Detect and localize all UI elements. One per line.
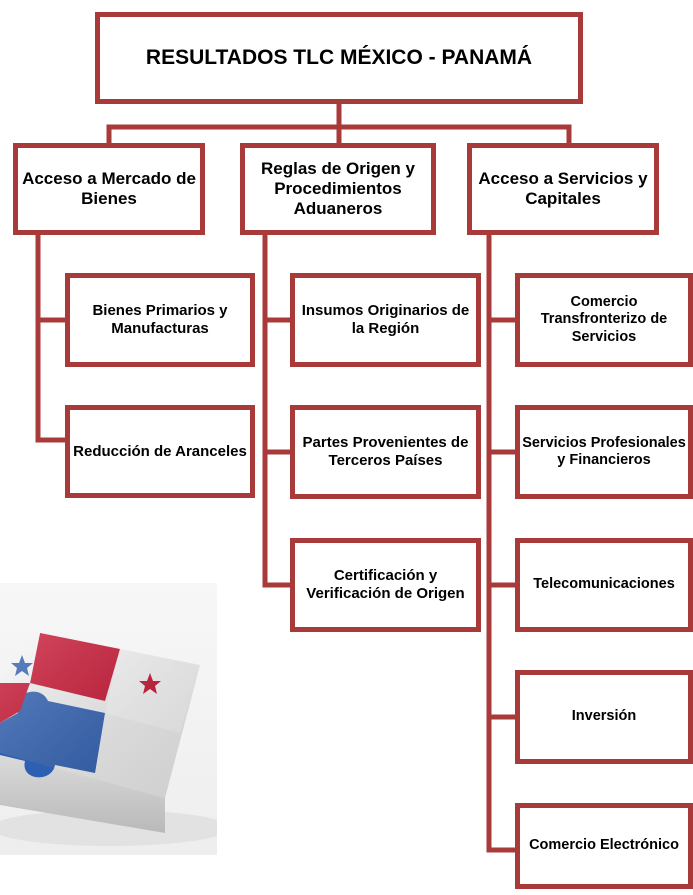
category-label: Acceso a Servicios y Capitales	[478, 168, 648, 208]
category-acceso-mercado-bienes: Acceso a Mercado de Bienes	[13, 143, 205, 235]
item-telecomunicaciones: Telecomunicaciones	[515, 538, 693, 632]
item-label: Servicios Profesionales y Financieros	[522, 434, 686, 468]
item-label: Certificación y Verificación de Origen	[306, 567, 465, 602]
item-label: Insumos Originarios de la Región	[301, 302, 470, 337]
item-label: Reducción de Aranceles	[73, 442, 247, 460]
item-label: Comercio Electrónico	[529, 837, 679, 854]
diagram-title-text: RESULTADOS TLC MÉXICO - PANAMÁ	[145, 45, 533, 69]
item-comercio-electronico: Comercio Electrónico	[515, 803, 693, 889]
item-inversion: Inversión	[515, 670, 693, 764]
category-label: Reglas de Origen y Procedimientos Aduane…	[261, 158, 415, 219]
item-partes-terceros-paises: Partes Provenientes de Terceros Países	[290, 405, 481, 499]
item-reduccion-aranceles: Reducción de Aranceles	[65, 405, 255, 498]
item-servicios-profesionales: Servicios Profesionales y Financieros	[515, 405, 693, 499]
category-reglas-origen: Reglas de Origen y Procedimientos Aduane…	[240, 143, 436, 235]
item-label: Comercio Transfronterizo de Servicios	[540, 294, 668, 345]
category-acceso-servicios-capitales: Acceso a Servicios y Capitales	[467, 143, 659, 235]
item-certificacion-verificacion: Certificación y Verificación de Origen	[290, 538, 481, 632]
item-label: Inversión	[571, 708, 637, 725]
item-insumos-originarios: Insumos Originarios de la Región	[290, 273, 481, 367]
item-label: Partes Provenientes de Terceros Países	[302, 434, 469, 469]
panama-flag-puzzle-icon	[0, 583, 217, 855]
item-label: Bienes Primarios y Manufacturas	[92, 302, 228, 337]
item-comercio-transfronterizo: Comercio Transfronterizo de Servicios	[515, 273, 693, 367]
diagram-title: RESULTADOS TLC MÉXICO - PANAMÁ	[95, 12, 583, 104]
category-label: Acceso a Mercado de Bienes	[22, 168, 196, 208]
item-label: Telecomunicaciones	[533, 576, 675, 593]
item-bienes-primarios: Bienes Primarios y Manufacturas	[65, 273, 255, 367]
